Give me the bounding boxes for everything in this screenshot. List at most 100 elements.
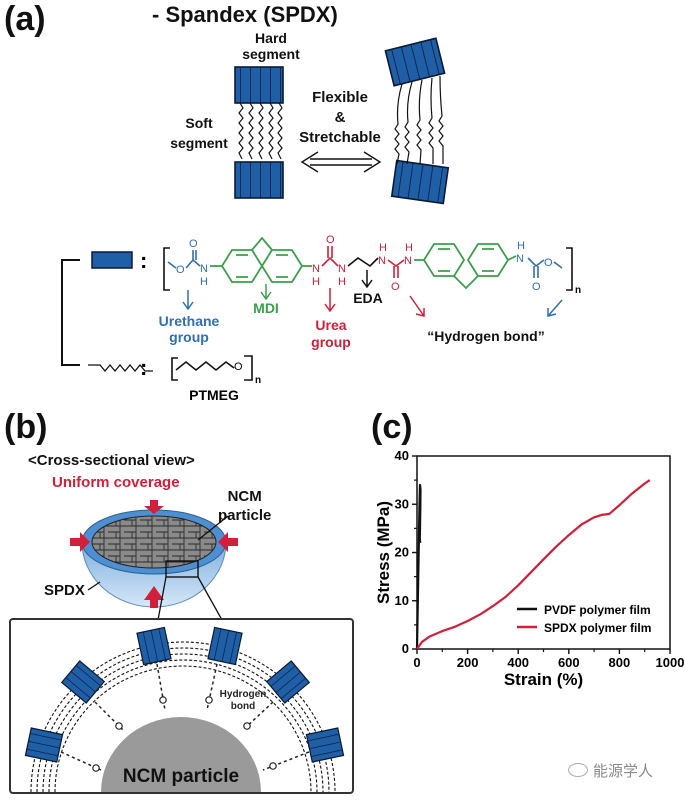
uniform-coverage-label: Uniform coverage xyxy=(52,474,180,491)
straight-spandex-block xyxy=(234,66,284,199)
arrow-left-icon xyxy=(218,532,238,552)
arrow-right-icon xyxy=(70,532,90,552)
subscript-n: n xyxy=(255,375,261,386)
coated-particle-diagram xyxy=(70,500,238,620)
atom-o: O xyxy=(544,257,553,269)
soft-segment-line2: segment xyxy=(170,135,228,151)
mdi-right xyxy=(414,243,517,290)
mdi-arrow-icon xyxy=(260,284,272,301)
atom-n: N xyxy=(200,263,208,275)
hydrogen-bond-inset: Hydrogen bond NCM particle xyxy=(9,618,354,794)
hard-segment-key xyxy=(91,251,133,269)
subscript-n: n xyxy=(575,285,581,296)
atom-h: H xyxy=(405,242,413,254)
bent-soft-segment-chains xyxy=(394,75,444,165)
cross-sectional-view-title: <Cross-sectional view> xyxy=(28,452,195,469)
spdx-label: SPDX xyxy=(44,582,85,599)
watermark: 能源学人 xyxy=(568,760,653,781)
x-tick-label: 200 xyxy=(457,655,479,670)
panel-c-label: (c) xyxy=(371,408,413,446)
ptmeg-bracket-right xyxy=(244,355,253,381)
urethane-arrow-icon xyxy=(182,290,194,311)
x-tick-label: 600 xyxy=(558,655,580,670)
x-tick-label: 1000 xyxy=(656,655,685,670)
repeat-bracket-right xyxy=(566,247,573,291)
atom-o: O xyxy=(234,361,243,373)
stretched-spandex-block xyxy=(384,37,450,205)
hard-key-colon: : xyxy=(140,248,147,273)
y-tick-label: 20 xyxy=(395,545,409,560)
hard-segment-bottom xyxy=(234,161,284,199)
hard-segment-label: Hard segment xyxy=(241,30,301,62)
legend-bracket xyxy=(61,259,80,366)
x-tick-label: 0 xyxy=(413,655,420,670)
flex-line1: Flexible xyxy=(312,89,368,106)
ncm-label-line1: NCM xyxy=(227,488,262,505)
atom-n: N xyxy=(404,255,412,267)
spandex-segment-diagram xyxy=(234,37,450,205)
watermark-text: 能源学人 xyxy=(593,763,654,780)
atom-o: O xyxy=(532,281,541,293)
atom-h: H xyxy=(312,276,320,288)
double-arrow-icon xyxy=(300,151,382,173)
spdx-callout-line xyxy=(87,581,101,591)
atom-o: O xyxy=(391,281,400,293)
atom-h: H xyxy=(338,276,346,288)
y-tick-label: 0 xyxy=(402,641,409,656)
hard-segment-line2: segment xyxy=(242,46,300,62)
y-tick-label: 40 xyxy=(395,448,409,463)
soft-segment-chains xyxy=(238,102,283,160)
soft-segment-line1: Soft xyxy=(185,115,213,131)
urea-label-group: group xyxy=(311,334,351,350)
hard-segment-top xyxy=(234,66,284,104)
annotation-arrows xyxy=(182,270,563,317)
urea-arrow-icon xyxy=(324,288,336,313)
urea-label: Urea xyxy=(315,317,346,333)
hbond-arrow-left-icon xyxy=(409,295,425,317)
series-line-spdx-polymer-film xyxy=(416,479,651,650)
ptmeg-bracket-left xyxy=(171,357,178,381)
ncm-callout-line xyxy=(197,515,229,541)
oxygen-sites xyxy=(92,696,277,772)
hard-segment-line1: Hard xyxy=(255,30,287,46)
atom-h: H xyxy=(517,240,525,252)
ncm-particle-core xyxy=(101,717,261,792)
hydrogen-bond-label: “Hydrogen bond” xyxy=(427,328,544,344)
coverage-arrows xyxy=(70,500,238,608)
soft-key-colon: : xyxy=(140,355,147,380)
urethane-left xyxy=(167,250,201,269)
hard-segment-blocks xyxy=(24,626,345,763)
wechat-icon xyxy=(568,763,588,777)
bent-hard-segment-bottom xyxy=(390,159,450,205)
arrow-up-icon xyxy=(144,586,164,608)
urethane-right xyxy=(527,257,563,278)
flexible-stretchable-label: Flexible & Stretchable xyxy=(290,88,390,148)
legend-label: SPDX polymer film xyxy=(544,621,651,635)
mdi-left xyxy=(210,236,312,283)
legend-label: PVDF polymer film xyxy=(544,603,651,617)
y-axis-label: Stress (MPa) xyxy=(374,501,393,604)
urethane-label: Urethane xyxy=(159,313,220,329)
hbond-arrow-right-icon xyxy=(547,299,563,317)
ptmeg-label: PTMEG xyxy=(189,387,239,403)
inset-hbond-label: Hydrogen xyxy=(220,689,267,700)
flex-line2: & xyxy=(334,109,346,126)
zoom-region-box xyxy=(165,560,199,578)
inset-diagram: Hydrogen bond NCM particle xyxy=(24,626,345,793)
bent-hard-segment-top xyxy=(384,37,446,87)
inset-hbond-label-bond: bond xyxy=(231,701,255,712)
mdi-label: MDI xyxy=(253,300,279,316)
series-line-pvdf-polymer-film xyxy=(415,483,422,650)
atom-n: N xyxy=(312,263,320,275)
soft-segment-key xyxy=(88,363,153,373)
x-tick-label: 400 xyxy=(507,655,529,670)
y-tick-label: 10 xyxy=(395,593,409,608)
urea-right xyxy=(387,259,405,278)
ncm-label-line2: particle xyxy=(218,507,272,524)
urea-left xyxy=(321,246,339,267)
x-axis-label: Strain (%) xyxy=(504,670,583,689)
arrow-down-icon xyxy=(144,500,164,514)
repeat-bracket-left xyxy=(163,247,170,291)
